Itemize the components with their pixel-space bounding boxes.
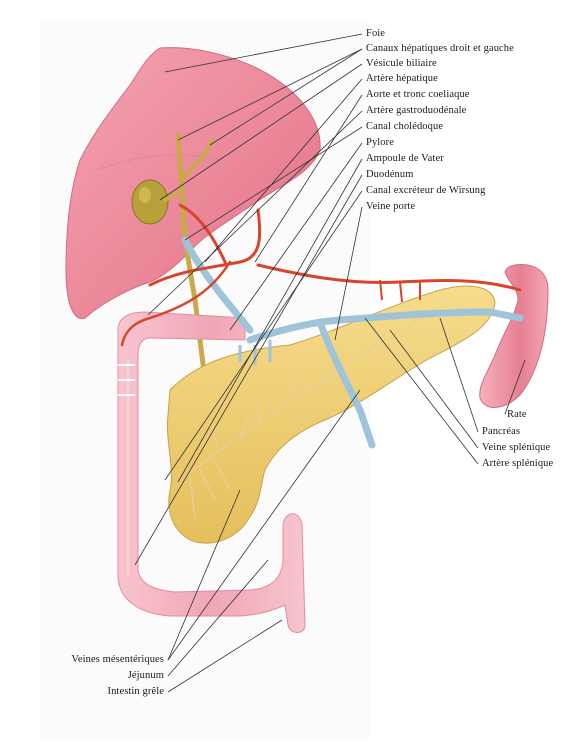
label-veine-splenique: Veine splénique [482, 441, 550, 454]
label-veine-porte: Veine porte [366, 200, 415, 213]
label-canal-wirsung: Canal excréteur de Wirsung [366, 184, 485, 197]
label-artere-gastroduodenale: Artère gastroduodénale [366, 104, 466, 117]
label-pancreas: Pancréas [482, 425, 520, 438]
label-canal-choledoque: Canal cholédoque [366, 120, 443, 133]
label-jejunum: Jéjunum [40, 669, 164, 682]
label-rate: Rate [507, 408, 527, 421]
label-canaux-hepatiques: Canaux hépatiques droit et gauche [366, 42, 514, 55]
label-foie: Foie [366, 27, 385, 40]
spleen-shape [480, 264, 548, 407]
label-intestin-grele: Intestin grêle [40, 685, 164, 698]
gallbladder-highlight [139, 187, 151, 203]
label-artere-hepatique: Artère hépatique [366, 72, 438, 85]
label-aorte-tronc-coeliaque: Aorte et tronc coeliaque [366, 88, 470, 101]
label-duodenum: Duodénum [366, 168, 413, 181]
label-ampoule-de-vater: Ampoule de Vater [366, 152, 444, 165]
label-vesicule-biliaire: Vésicule biliaire [366, 57, 437, 70]
label-veines-mesenteriques: Veines mésentériques [40, 653, 164, 666]
label-pylore: Pylore [366, 136, 394, 149]
label-artere-splenique: Artère splénique [482, 457, 553, 470]
gallbladder-shape [132, 180, 168, 224]
